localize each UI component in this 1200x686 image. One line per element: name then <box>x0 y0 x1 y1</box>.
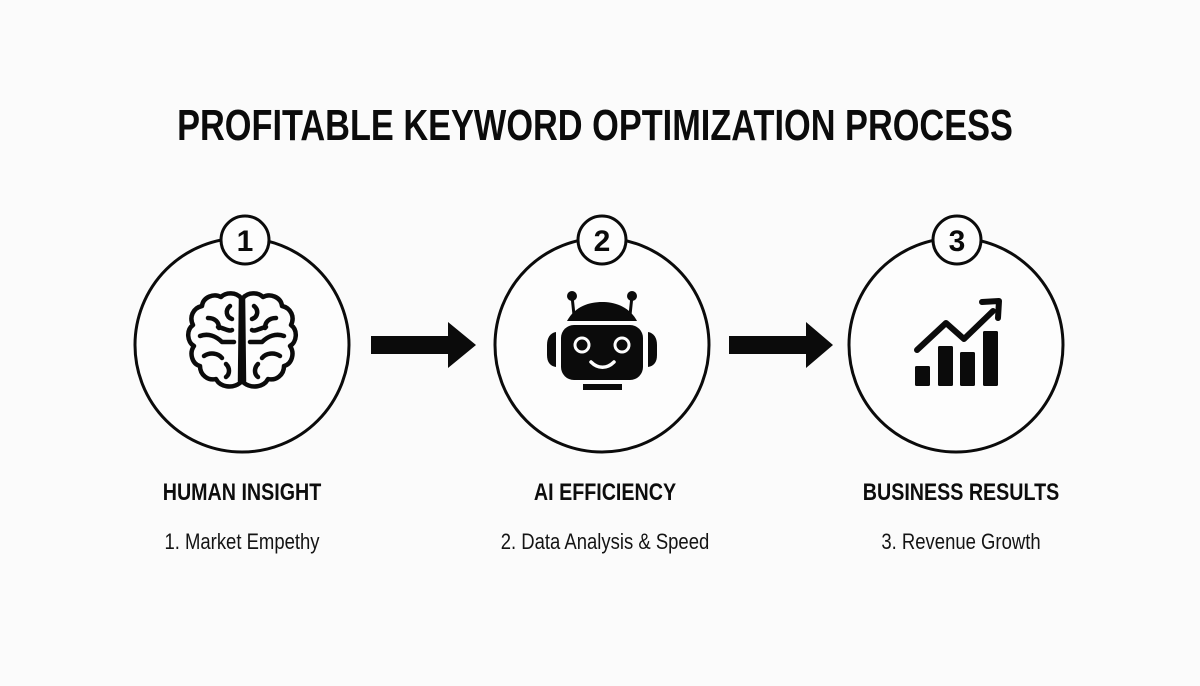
step-3-subtitle: 3. Revenue Growth <box>881 529 1041 554</box>
step-1: 1 <box>133 214 351 454</box>
step-2-number-badge: 2 <box>576 214 628 266</box>
step-2-heading: AI EFFICIENCY <box>533 479 677 506</box>
step-3-number: 3 <box>949 225 966 258</box>
step-1-label: HUMAN INSIGHT 1. Market Empethy <box>92 479 392 555</box>
step-3: 3 <box>847 214 1065 454</box>
step-1-heading: HUMAN INSIGHT <box>162 479 322 506</box>
step-2-number: 2 <box>594 225 611 258</box>
step-3-label: BUSINESS RESULTS 3. Revenue Growth <box>811 479 1111 555</box>
brain-icon <box>186 291 298 389</box>
step-3-heading: BUSINESS RESULTS <box>862 479 1060 506</box>
step-1-number-badge: 1 <box>219 214 271 266</box>
step-2-label: AI EFFICIENCY 2. Data Analysis & Speed <box>455 479 755 555</box>
step-3-circle <box>847 236 1065 454</box>
arrow-right-icon <box>729 322 833 368</box>
step-2-subtitle: 2. Data Analysis & Speed <box>500 529 710 554</box>
step-1-subtitle: 1. Market Empethy <box>164 529 320 554</box>
arrow-right-icon <box>371 322 476 368</box>
robot-icon <box>547 291 657 390</box>
growth-chart-icon <box>914 298 1002 386</box>
page-title: PROFITABLE KEYWORD OPTIMIZATION PROCESS <box>177 101 1013 150</box>
step-3-number-badge: 3 <box>931 214 983 266</box>
step-2: 2 <box>493 214 711 454</box>
step-1-number: 1 <box>237 225 254 258</box>
